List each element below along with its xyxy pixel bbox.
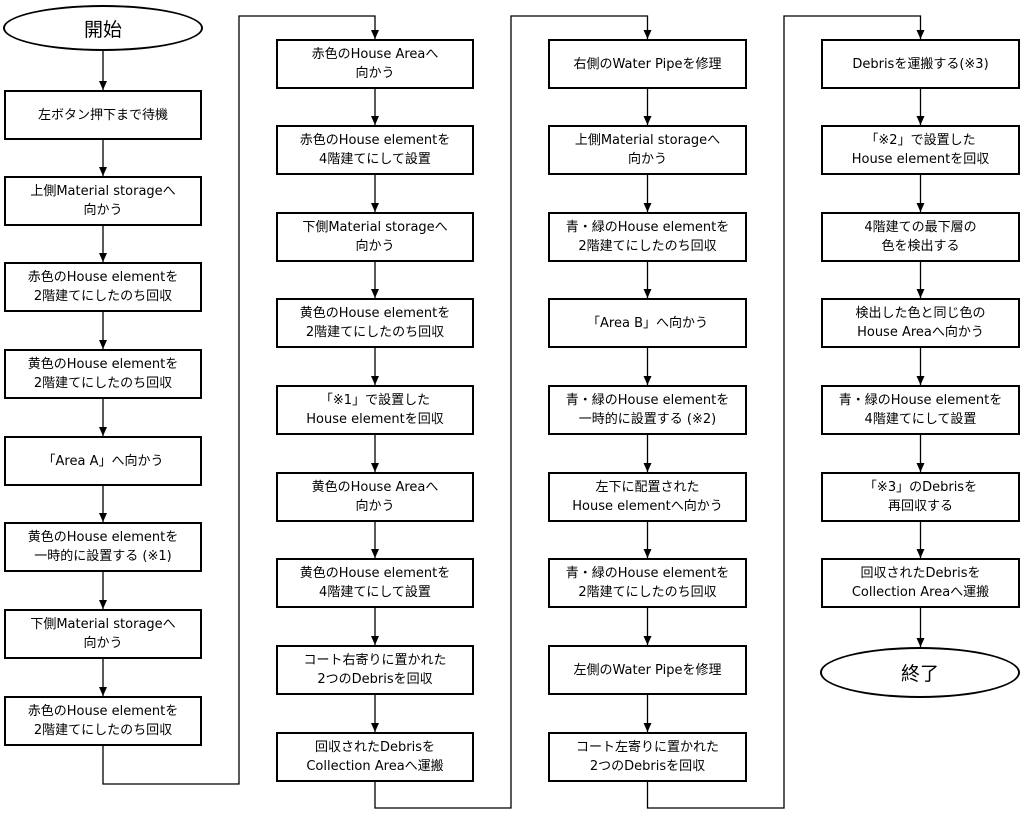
process-step: 右側のWater Pipeを修理	[548, 39, 747, 89]
process-step: 青・緑のHouse elementを 2階建てにしたのち回収	[548, 212, 747, 262]
process-step-label: 左側のWater Pipeを修理	[573, 662, 722, 678]
process-step: 左ボタン押下まで待機	[4, 90, 202, 140]
process-step: 黄色のHouse elementを 2階建てにしたのち回収	[4, 349, 202, 399]
process-step: 赤色のHouse Areaへ 向かう	[276, 39, 474, 89]
process-step-label: 黄色のHouse elementを 一時的に設置する (※1)	[27, 530, 179, 564]
process-step-label: 回収されたDebrisを Collection Areaへ運搬	[851, 566, 990, 600]
process-step: 赤色のHouse elementを 2階建てにしたのち回収	[4, 262, 202, 312]
process-step-label: 黄色のHouse elementを 2階建てにしたのち回収	[27, 357, 179, 391]
process-step-label: 赤色のHouse elementを 2階建てにしたのち回収	[27, 704, 179, 738]
process-step-label: 青・緑のHouse elementを 2階建てにしたのち回収	[565, 220, 730, 254]
process-step-label: 黄色のHouse elementを 4階建てにして設置	[299, 566, 451, 600]
process-step: 黄色のHouse Areaへ 向かう	[276, 472, 474, 522]
process-step-label: 赤色のHouse elementを 2階建てにしたのち回収	[27, 270, 179, 304]
process-step-label: 青・緑のHouse elementを 2階建てにしたのち回収	[565, 566, 730, 600]
process-step: 青・緑のHouse elementを 一時的に設置する (※2)	[548, 385, 747, 435]
process-step: 4階建ての最下層の 色を検出する	[821, 212, 1020, 262]
process-step: 左下に配置された House elementへ向かう	[548, 472, 747, 522]
process-step: 下側Material storageへ 向かう	[276, 212, 474, 262]
start-label: 開始	[83, 18, 122, 41]
process-step-label: コート右寄りに置かれた 2つのDebrisを回収	[303, 653, 447, 687]
process-step: 検出した色と同じ色の House Areaへ向かう	[821, 298, 1020, 348]
process-step: 「※3」のDebrisを 再回収する	[821, 472, 1020, 522]
process-step: 青・緑のHouse elementを 2階建てにしたのち回収	[548, 558, 747, 608]
process-step-label: Debrisを運搬する(※3)	[852, 56, 989, 72]
process-step-label: 「※3」のDebrisを 再回収する	[863, 480, 978, 514]
process-step: 青・緑のHouse elementを 4階建てにして設置	[821, 385, 1020, 435]
process-step-label: 上側Material storageへ 向かう	[30, 184, 176, 218]
process-step: 黄色のHouse elementを 一時的に設置する (※1)	[4, 522, 202, 572]
process-step-label: 「※2」で設置した House elementを回収	[851, 133, 990, 167]
process-step-label: 黄色のHouse elementを 2階建てにしたのち回収	[299, 306, 451, 340]
flow-arrow	[374, 15, 652, 809]
process-step-label: 黄色のHouse Areaへ 向かう	[311, 480, 439, 514]
process-step: 上側Material storageへ 向かう	[548, 125, 747, 175]
process-step: 黄色のHouse elementを 2階建てにしたのち回収	[276, 298, 474, 348]
process-step: 「Area A」へ向かう	[4, 436, 202, 486]
process-step: 下側Material storageへ 向かう	[4, 609, 202, 659]
end-terminal: 終了	[820, 647, 1020, 698]
process-step-label: 「Area B」へ向かう	[587, 315, 708, 331]
process-step: 赤色のHouse elementを 2階建てにしたのち回収	[4, 696, 202, 746]
process-step: 黄色のHouse elementを 4階建てにして設置	[276, 558, 474, 608]
process-step: 左側のWater Pipeを修理	[548, 645, 747, 695]
process-step-label: 「※1」で設置した House elementを回収	[306, 393, 444, 427]
process-step-label: コート左寄りに置かれた 2つのDebrisを回収	[575, 740, 719, 774]
process-step: 「※2」で設置した House elementを回収	[821, 125, 1020, 175]
end-label: 終了	[900, 663, 939, 685]
process-step-label: 赤色のHouse elementを 4階建てにして設置	[299, 133, 451, 167]
process-step-label: 左下に配置された House elementへ向かう	[572, 480, 723, 514]
process-step: Debrisを運搬する(※3)	[821, 39, 1020, 89]
start-terminal: 開始	[3, 5, 203, 51]
process-step-label: 下側Material storageへ 向かう	[30, 617, 176, 651]
process-step-label: 上側Material storageへ 向かう	[574, 133, 721, 167]
process-step: 「Area B」へ向かう	[548, 298, 747, 348]
process-step-label: 赤色のHouse Areaへ 向かう	[311, 47, 439, 81]
process-step-label: 4階建ての最下層の 色を検出する	[864, 220, 977, 254]
flow-arrow	[102, 15, 379, 785]
process-step: 「※1」で設置した House elementを回収	[276, 385, 474, 435]
process-step-label: 回収されたDebrisを Collection Areaへ運搬	[306, 740, 444, 774]
process-step: コート左寄りに置かれた 2つのDebrisを回収	[548, 732, 747, 782]
process-step-label: 右側のWater Pipeを修理	[573, 56, 722, 72]
process-step-label: 「Area A」へ向かう	[42, 453, 164, 469]
process-step: 回収されたDebrisを Collection Areaへ運搬	[276, 732, 474, 782]
process-step: 上側Material storageへ 向かう	[4, 176, 202, 226]
process-step: 回収されたDebrisを Collection Areaへ運搬	[821, 558, 1020, 608]
process-step-label: 青・緑のHouse elementを 一時的に設置する (※2)	[565, 393, 730, 427]
process-step-label: 検出した色と同じ色の House Areaへ向かう	[855, 306, 986, 340]
process-step-label: 下側Material storageへ 向かう	[302, 220, 448, 254]
process-step-label: 青・緑のHouse elementを 4階建てにして設置	[838, 393, 1003, 427]
flow-arrow	[646, 15, 925, 809]
process-step-label: 左ボタン押下まで待機	[37, 107, 168, 123]
process-step: 赤色のHouse elementを 4階建てにして設置	[276, 125, 474, 175]
process-step: コート右寄りに置かれた 2つのDebrisを回収	[276, 645, 474, 695]
